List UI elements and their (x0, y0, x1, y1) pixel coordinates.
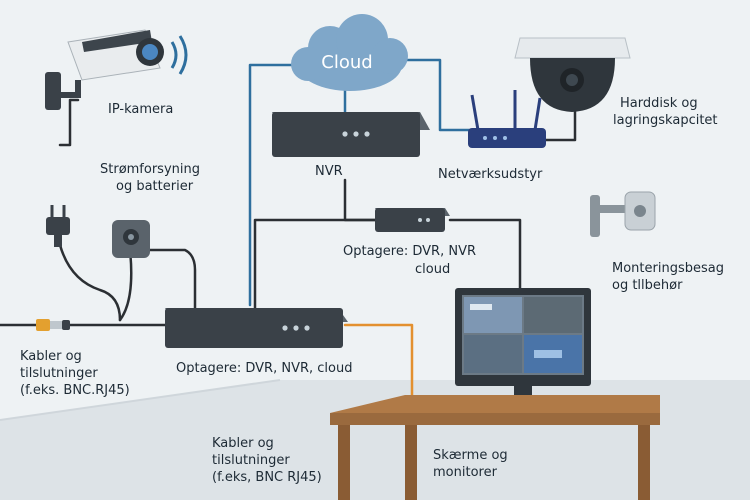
wire-psu-down (118, 248, 133, 322)
dome-camera-icon (514, 37, 631, 112)
wire-cloud-to-router (398, 58, 472, 132)
floor-edge (0, 379, 281, 421)
wire-recorder-to-monitor (343, 323, 414, 397)
wire-small-recorder-to-monitor (448, 218, 522, 292)
power-plug-icon (46, 205, 70, 247)
power-supply-icon (112, 220, 150, 258)
mounting-label-line1: Monteringsbesag (612, 261, 724, 276)
monitor-icon (455, 288, 591, 405)
power-label-line1: Strømforsyning (100, 162, 200, 177)
router-icon (468, 90, 546, 148)
mounting-bracket-icon (590, 191, 656, 237)
cables-left-label-line1: Kabler og (20, 349, 82, 364)
harddisk-label-line1: Harddisk og (620, 96, 698, 111)
cloud-icon (291, 14, 408, 91)
bnc-connector-icon (36, 319, 70, 331)
wire-plug (58, 243, 122, 322)
network-label: Netværksudstyr (438, 167, 543, 182)
screens-label-line2: monitorer (433, 465, 498, 480)
cloud-label: Cloud (321, 52, 372, 73)
cables-bottom-label-line1: Kabler og (212, 436, 274, 451)
nvr-label: NVR (315, 164, 343, 179)
harddisk-label-line2: lagringskapcitet (613, 113, 718, 128)
power-label-line2: og batterier (116, 179, 194, 194)
nvr-device-icon (272, 112, 430, 157)
ip-camera-icon (45, 29, 188, 110)
main-recorder-icon (165, 308, 348, 348)
cables-left-label-line2: tilslutninger (20, 366, 98, 381)
main-recorder-label: Optagere: DVR, NVR, cloud (176, 361, 352, 376)
wire-small-recorder-to-recorder (253, 218, 377, 310)
table-icon (330, 395, 660, 500)
wire-camera-down (58, 98, 80, 147)
cables-bottom-label-line2: tilslutninger (212, 453, 290, 468)
small-recorder-label-line2: cloud (415, 262, 450, 277)
cables-left-label-line3: (f.eks. BNC.RJ45) (20, 383, 130, 398)
wire-router-to-dome (543, 98, 577, 142)
small-recorder-label-line1: Optagere: DVR, NVR (343, 244, 476, 259)
wires (0, 58, 577, 397)
ip-camera-label: IP-kamera (108, 102, 173, 117)
small-recorder-icon (375, 208, 450, 232)
wire-psu-to-recorder (146, 248, 197, 310)
screens-label-line1: Skærme og (433, 448, 508, 463)
mounting-label-line2: og tllbehør (612, 278, 683, 293)
cables-bottom-label-line3: (f.eks, BNC RJ45) (212, 470, 322, 485)
